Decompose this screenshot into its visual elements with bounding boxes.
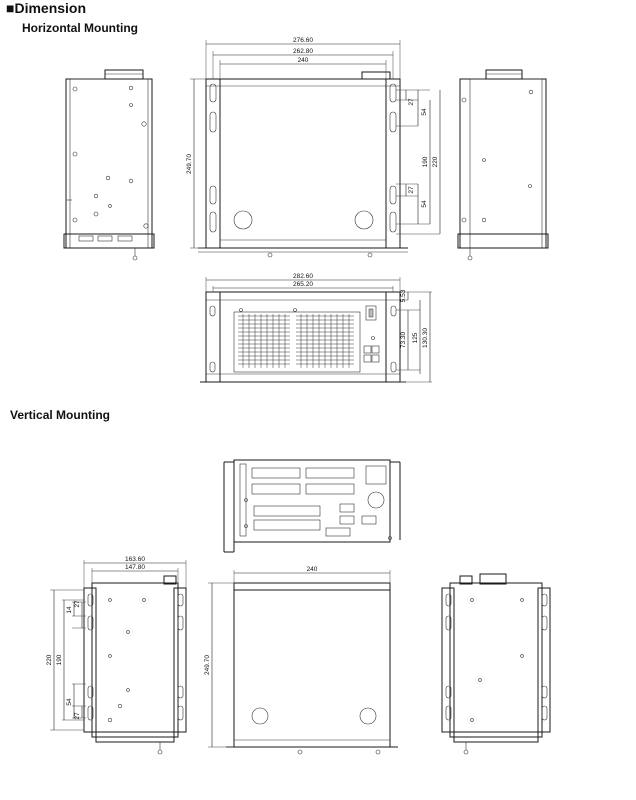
vertical-side-view: 240 249.70 xyxy=(204,566,398,755)
dim-27-upper: 27 xyxy=(408,98,415,106)
dim-5-53: 5.53 xyxy=(400,289,407,302)
horizontal-front-view: 282.60 265.20 5.53 73.30 125 130.30 xyxy=(200,273,432,383)
vertical-left-bracket-view: 163.60 147.80 220 190 14 27 54 27 xyxy=(46,556,187,755)
dim-190-vertical: 190 xyxy=(56,654,63,665)
vertical-right-bracket-view xyxy=(441,573,551,755)
dim-27-vertical-upper: 27 xyxy=(74,600,81,608)
dim-265-20: 265.20 xyxy=(293,281,313,288)
dim-54-lower: 54 xyxy=(421,200,428,208)
horizontal-left-side-view xyxy=(63,69,155,261)
dim-125: 125 xyxy=(412,332,419,343)
section-title: ■Dimension xyxy=(6,0,86,16)
dim-240-top: 240 xyxy=(298,57,309,64)
horizontal-mounting-heading: Horizontal Mounting xyxy=(22,21,138,35)
dim-54-vertical: 54 xyxy=(66,698,73,706)
vertical-mounting-heading: Vertical Mounting xyxy=(10,408,111,422)
horizontal-right-side-view xyxy=(457,69,549,261)
dim-190-top: 190 xyxy=(422,156,429,167)
dim-27-vertical-lower: 27 xyxy=(74,712,81,720)
dim-220-top: 220 xyxy=(432,156,439,167)
dim-73-30: 73.30 xyxy=(400,331,407,348)
dimension-heading: Dimension xyxy=(14,0,87,16)
dim-130-30: 130.30 xyxy=(422,328,429,348)
dim-163-60: 163.60 xyxy=(125,556,145,563)
dim-249-70-top: 249.70 xyxy=(186,154,193,174)
vertical-front-board-view xyxy=(223,459,401,553)
dim-249-70-vertical: 249.70 xyxy=(204,655,211,675)
dim-262-80: 262.80 xyxy=(293,48,313,55)
dim-14-vertical: 14 xyxy=(66,606,73,614)
dim-27-lower: 27 xyxy=(408,186,415,194)
dim-220-vertical: 220 xyxy=(46,654,53,665)
dim-54-upper: 54 xyxy=(421,108,428,116)
dim-276-60: 276.60 xyxy=(293,37,313,44)
title-square-icon: ■ xyxy=(6,0,15,16)
dim-240-vertical: 240 xyxy=(307,566,318,573)
horizontal-top-view: 276.60 262.80 240 249.70 27 54 27 54 190… xyxy=(186,37,441,258)
dim-282-60: 282.60 xyxy=(293,273,313,280)
dim-147-80: 147.80 xyxy=(125,564,145,571)
